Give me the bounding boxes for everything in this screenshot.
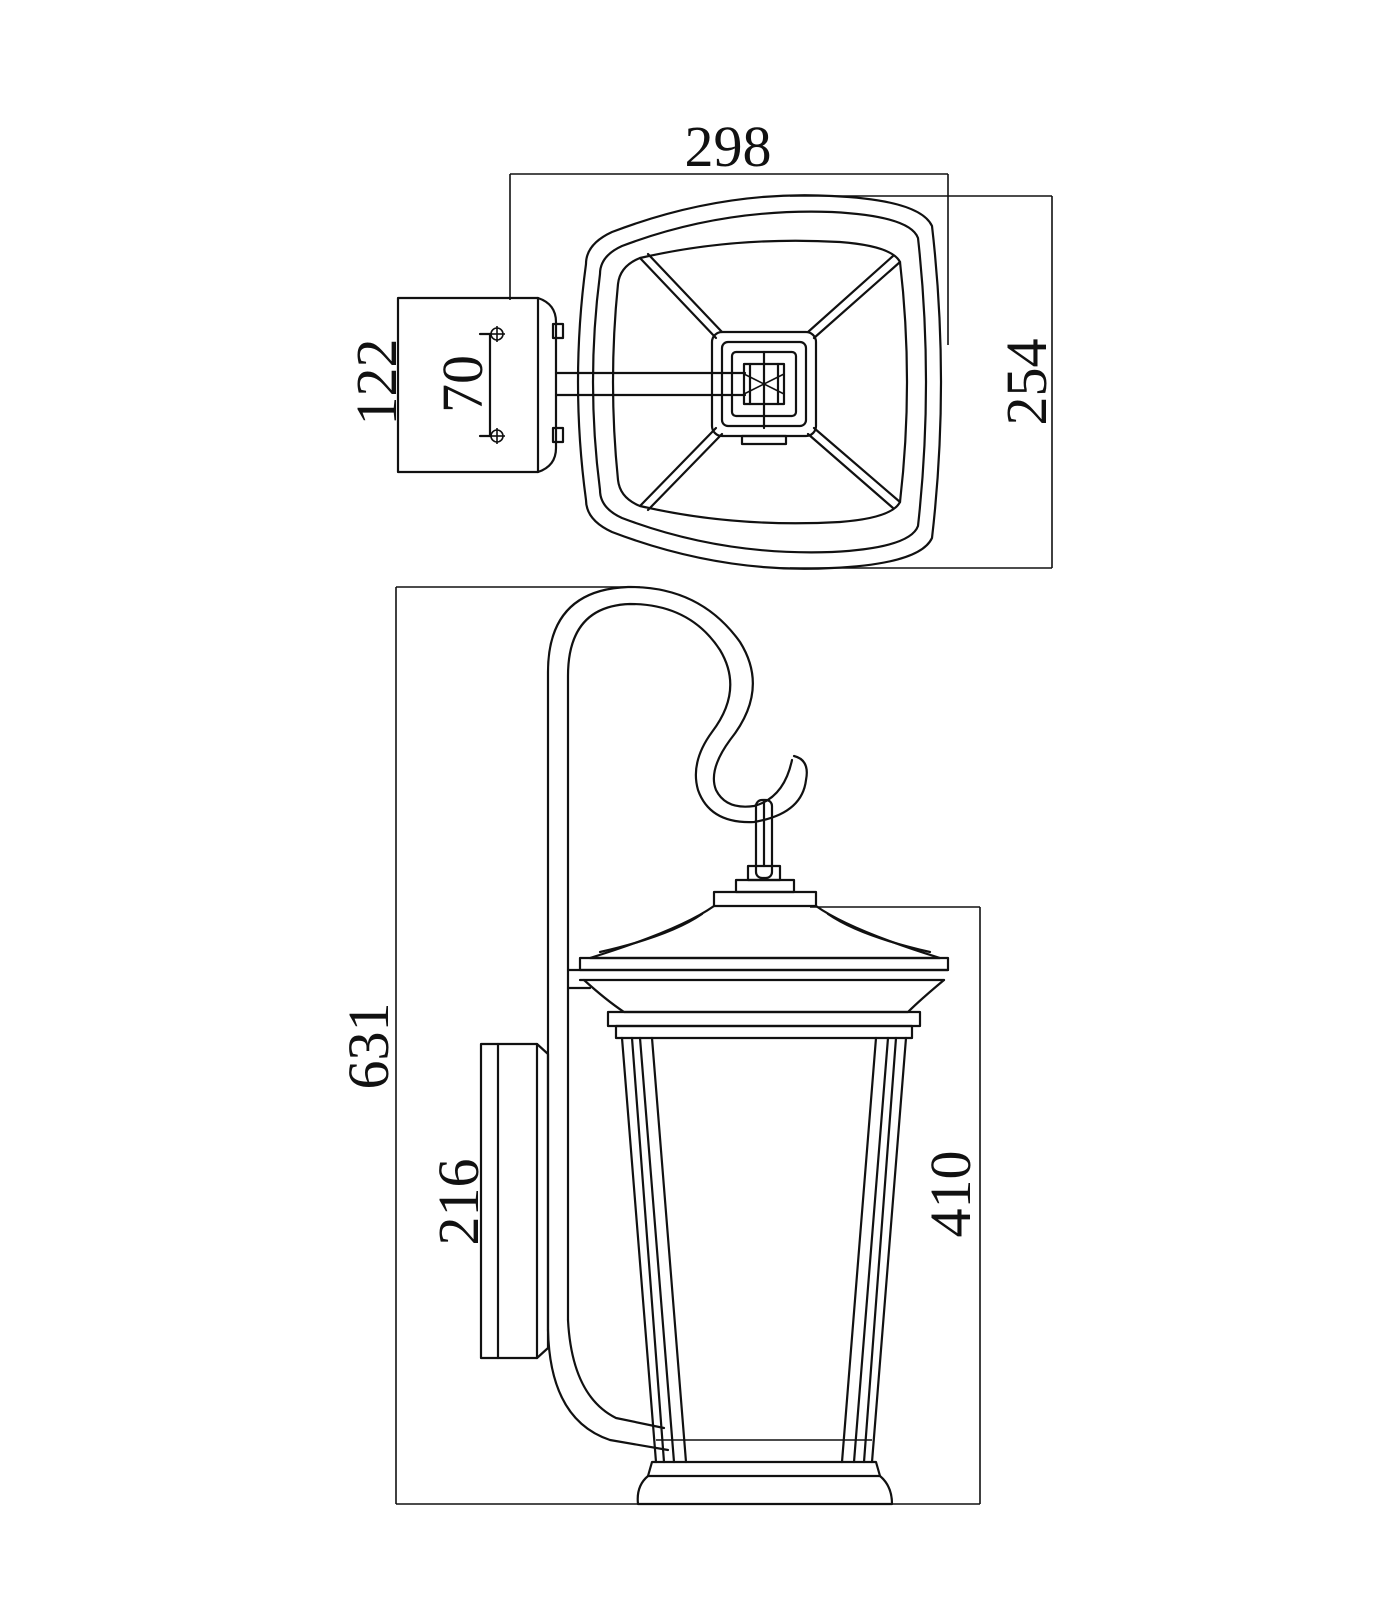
- dimension-label-top-width: 298: [685, 114, 772, 179]
- dimension-label-backplate-side-height: 216: [426, 1159, 491, 1246]
- dimension-label-mount-spacing: 70: [430, 355, 495, 413]
- dimension-label-top-depth: 254: [994, 339, 1059, 426]
- lantern-roof-top: [576, 194, 943, 570]
- dimension-label-backplate-height: 122: [344, 339, 409, 426]
- dimension-lantern-height: 410: [810, 906, 983, 1504]
- backplate-side: 216: [426, 1042, 550, 1360]
- dimension-top-width: 298: [509, 114, 949, 345]
- top-view: 298 254 122 70: [344, 114, 1059, 570]
- dimension-label-overall-height: 631: [336, 1003, 401, 1090]
- dimension-top-depth: 254: [790, 195, 1059, 569]
- backplate-top: 70: [396, 296, 565, 474]
- dimension-backplate-height: 122: [344, 339, 409, 426]
- dimension-overall-height: 631: [336, 586, 980, 1505]
- dimension-label-lantern-height: 410: [918, 1151, 983, 1238]
- hanging-link: [746, 798, 782, 882]
- arm-top: [554, 371, 747, 397]
- side-view: 631 410 216: [336, 585, 983, 1506]
- lantern-side: [578, 878, 950, 1506]
